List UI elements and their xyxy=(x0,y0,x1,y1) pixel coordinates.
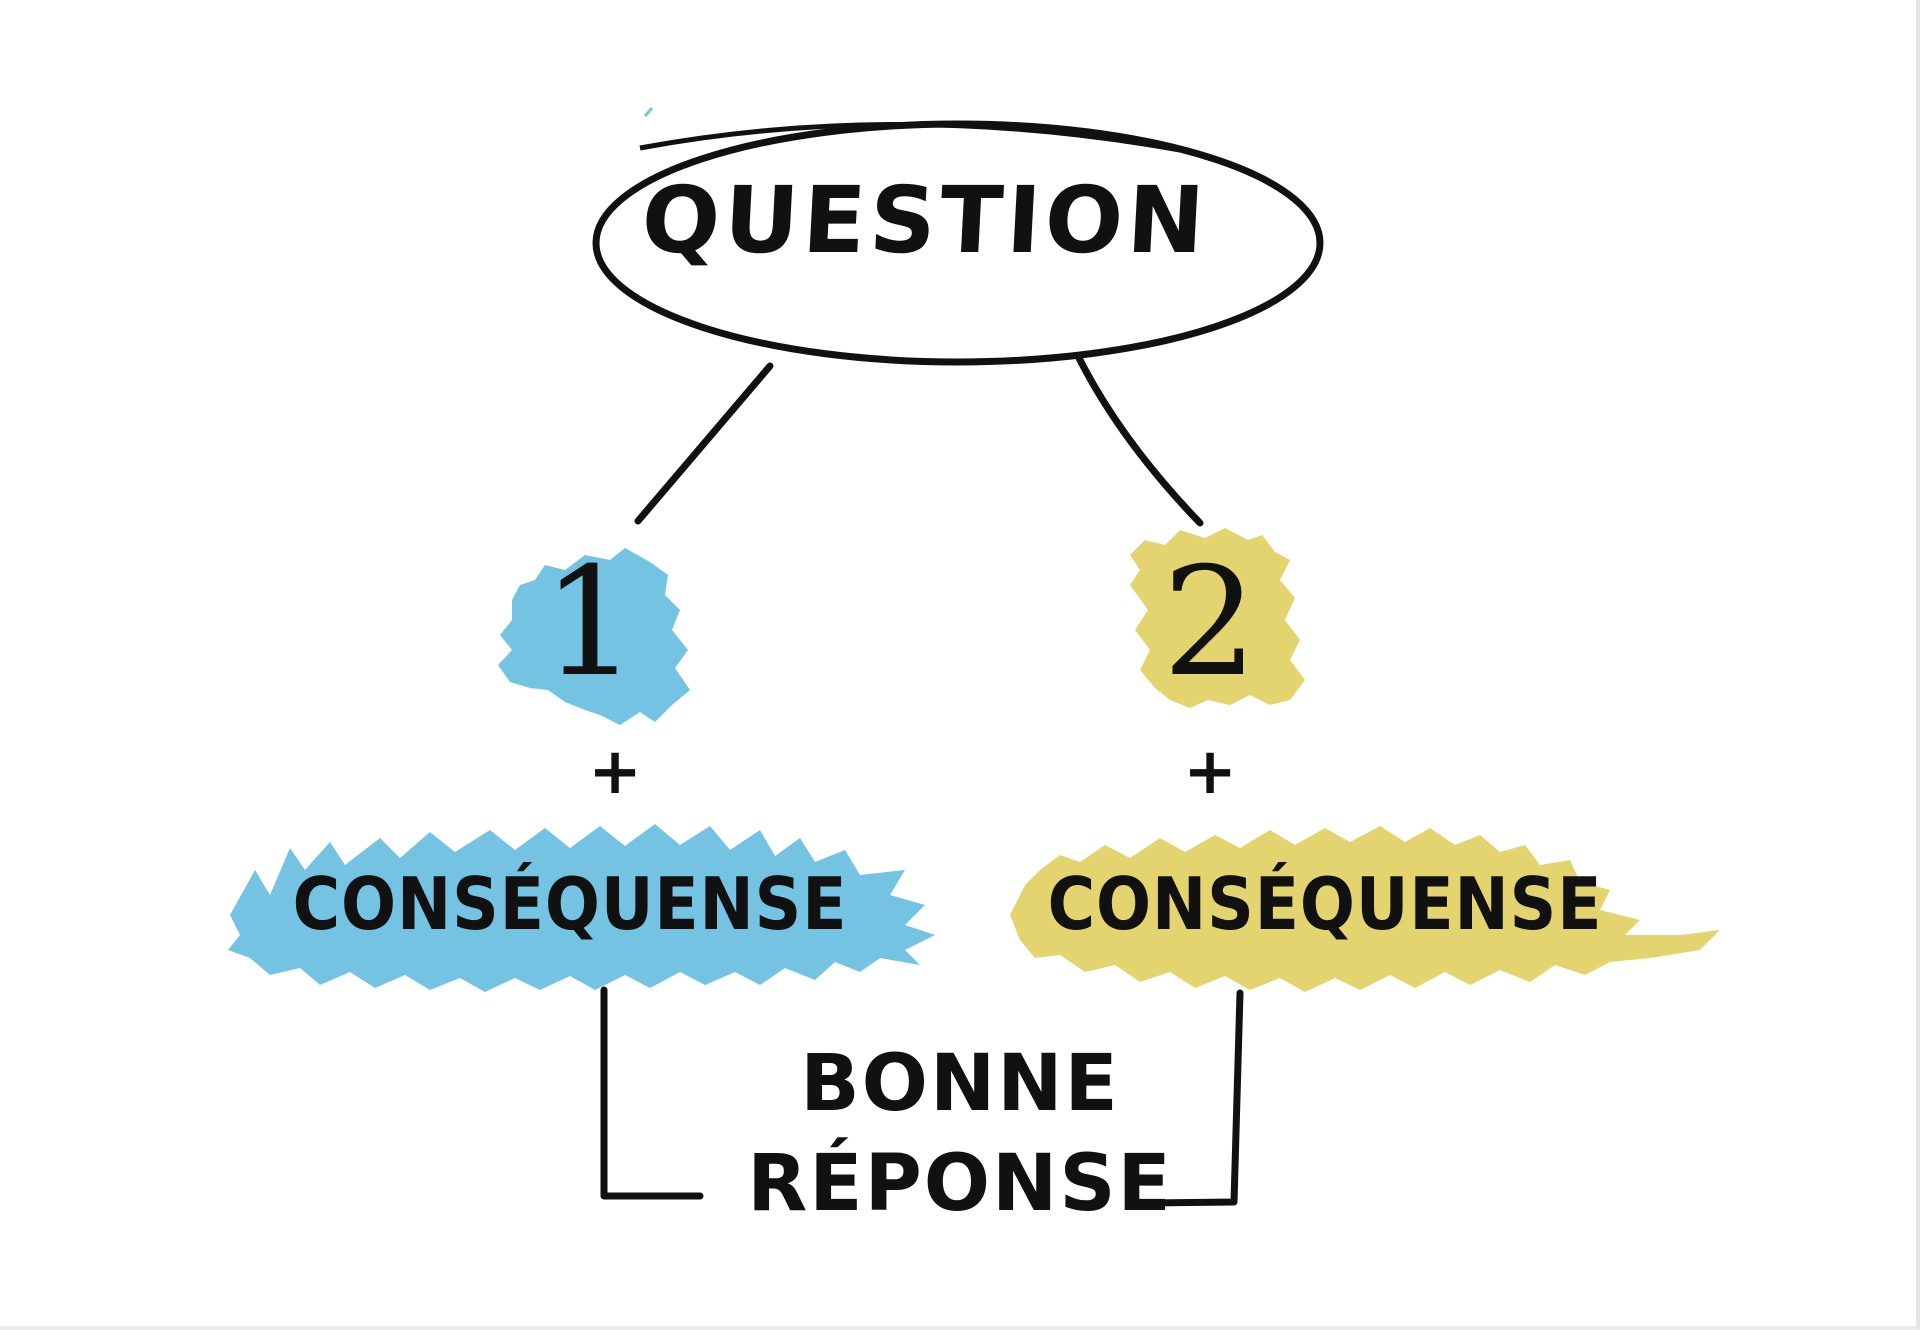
question-bubble xyxy=(592,120,1324,366)
opt1-number-highlight xyxy=(498,548,690,725)
option-2-number: 2 xyxy=(1162,536,1258,710)
bracket-right xyxy=(1144,989,1244,1207)
opt2-number-highlight xyxy=(1130,528,1305,708)
connector-question-to-opt1 xyxy=(634,362,774,525)
option-1-number: 1 xyxy=(542,536,638,710)
question-ellipse-overstroke xyxy=(639,122,1181,153)
answer-label-line1: BONNE xyxy=(800,1039,1120,1129)
question-label: QUESTION xyxy=(639,167,1211,274)
option-2-consequence: CONSÉQUENSE xyxy=(1047,862,1603,946)
stray-tick xyxy=(643,107,654,117)
opt2-consequence-highlight-shape xyxy=(1010,826,1720,992)
option-1-plus: + xyxy=(588,735,642,809)
bracket-left xyxy=(600,986,704,1200)
option-1-consequence: CONSÉQUENSE xyxy=(292,862,848,946)
opt1-consequence-highlight xyxy=(228,824,935,992)
opt2-number-highlight-shape xyxy=(1130,528,1305,708)
opt2-consequence-highlight xyxy=(1010,826,1720,992)
opt1-consequence-highlight-shape xyxy=(228,824,935,992)
connector-question-to-opt2 xyxy=(1074,352,1204,527)
option-2-plus: + xyxy=(1183,735,1237,809)
answer-label-line2: RÉPONSE xyxy=(747,1139,1173,1229)
opt1-number-highlight-shape xyxy=(498,548,690,725)
